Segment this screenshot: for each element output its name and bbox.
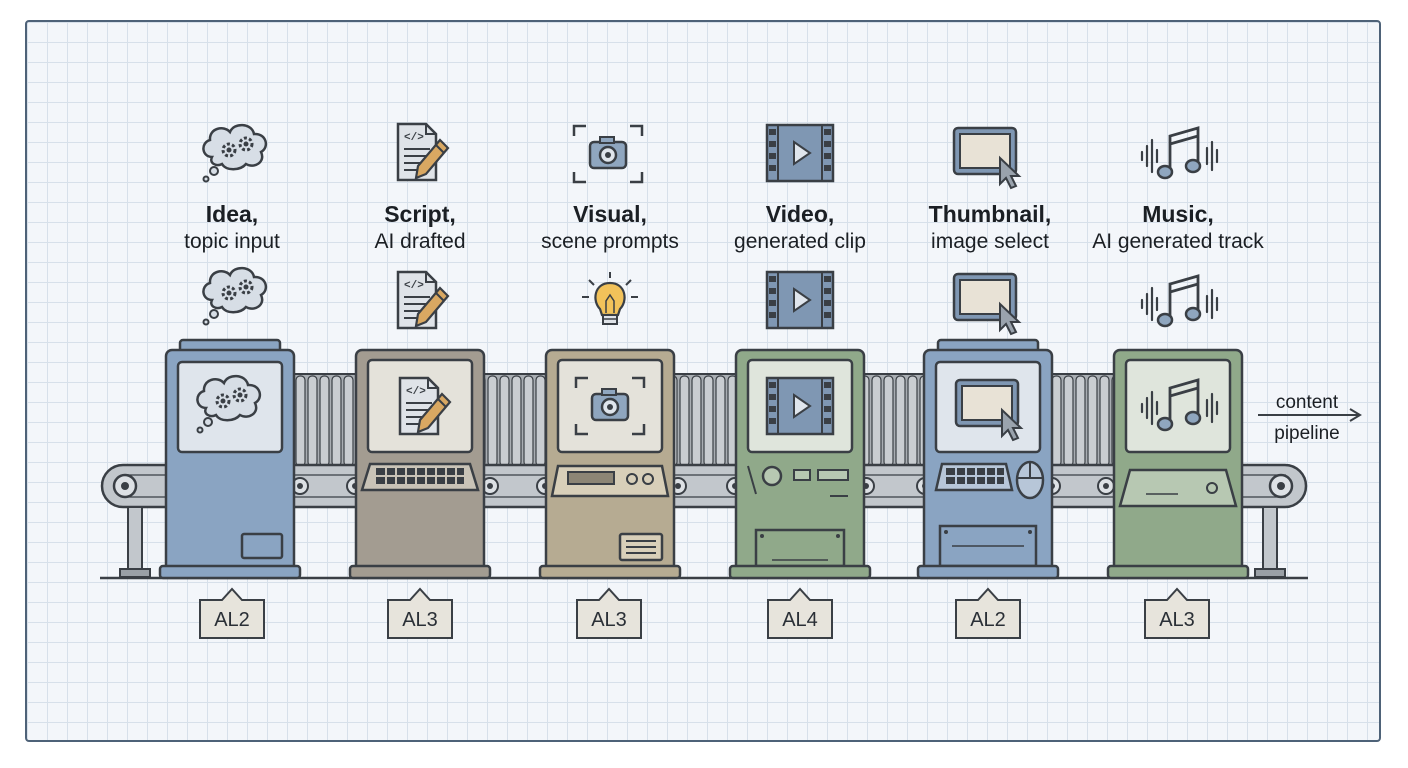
stage-title: Idea, bbox=[205, 201, 259, 227]
stage-label-idea: Idea, topic input bbox=[132, 200, 332, 256]
pipeline-label: content pipeline bbox=[1262, 390, 1352, 446]
automation-level-tag: AL3 bbox=[1159, 609, 1195, 631]
pipeline-arrow bbox=[1258, 408, 1362, 422]
document-pencil-icon bbox=[396, 270, 450, 330]
automation-level-tag: AL4 bbox=[782, 609, 818, 631]
stage-description: scene prompts bbox=[541, 230, 679, 253]
film-play-icon bbox=[765, 123, 835, 183]
screen-cursor-icon bbox=[952, 126, 1021, 190]
stage-description: AI drafted bbox=[374, 230, 466, 253]
music-waveform-icon bbox=[1140, 126, 1219, 180]
film-play-icon bbox=[765, 270, 835, 330]
lightbulb-icon bbox=[580, 270, 640, 326]
stage-label-music: Music, AI generated track bbox=[1078, 200, 1278, 256]
stage-title: Music, bbox=[1142, 201, 1214, 227]
pipeline-label-line2: pipeline bbox=[1274, 423, 1340, 444]
machine-thumbnail bbox=[916, 338, 1060, 580]
automation-level-tag: AL2 bbox=[214, 609, 250, 631]
camera-frame-icon bbox=[572, 124, 644, 184]
stage-title: Script, bbox=[384, 201, 456, 227]
stage-label-video: Video, generated clip bbox=[700, 200, 900, 256]
stage-title: Thumbnail, bbox=[928, 201, 1052, 227]
machine-idea bbox=[158, 338, 302, 580]
stage-title: Visual, bbox=[573, 201, 647, 227]
machine-music bbox=[1106, 348, 1250, 580]
stage-description: AI generated track bbox=[1092, 230, 1264, 253]
stage-description: topic input bbox=[184, 230, 280, 253]
machine-visual bbox=[538, 348, 682, 580]
automation-level-tag: AL3 bbox=[402, 609, 438, 631]
stage-label-script: Script, AI drafted bbox=[320, 200, 520, 256]
document-pencil-icon bbox=[396, 122, 450, 182]
automation-level-tag: AL2 bbox=[970, 609, 1006, 631]
al-tag-backgrounds bbox=[199, 587, 1210, 639]
machine-video bbox=[728, 348, 872, 580]
music-waveform-icon bbox=[1140, 274, 1219, 328]
thought-bubble-gears-icon bbox=[201, 123, 268, 183]
thought-bubble-gears-icon bbox=[201, 266, 268, 326]
pipeline-label-line1: content bbox=[1275, 392, 1339, 413]
stage-description: image select bbox=[931, 230, 1049, 253]
machine-script bbox=[348, 348, 492, 580]
stage-label-visual: Visual, scene prompts bbox=[510, 200, 710, 256]
stage-label-thumbnail: Thumbnail, image select bbox=[890, 200, 1090, 256]
screen-cursor-icon bbox=[952, 272, 1021, 336]
stage-description: generated clip bbox=[734, 230, 866, 253]
automation-level-tag: AL3 bbox=[591, 609, 627, 631]
stage-title: Video, bbox=[765, 201, 835, 227]
